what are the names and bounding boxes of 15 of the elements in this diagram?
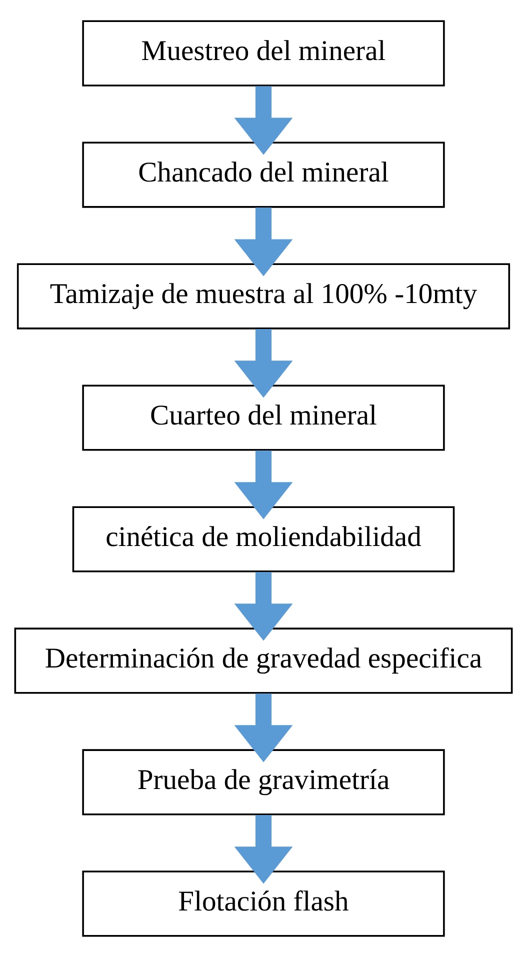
arrow — [234, 814, 293, 884]
node-box: Determinación de gravedad especifica — [14, 628, 513, 694]
node-box: Muestreo del mineral — [82, 20, 445, 86]
node-box: Flotación flash — [82, 870, 445, 937]
arrow — [234, 329, 293, 398]
arrow — [234, 694, 293, 762]
node-box: Cuarteo del mineral — [82, 384, 445, 451]
arrow — [234, 450, 293, 520]
node-box: Chancado del mineral — [82, 142, 445, 208]
arrow — [234, 208, 293, 276]
arrow — [234, 572, 293, 641]
node-box: Tamizaje de muestra al 100% -10mty — [16, 263, 510, 330]
node-box: cinética de moliendabilidad — [72, 506, 455, 572]
arrow — [234, 86, 293, 155]
node-box: Prueba de gravimetría — [82, 749, 445, 816]
